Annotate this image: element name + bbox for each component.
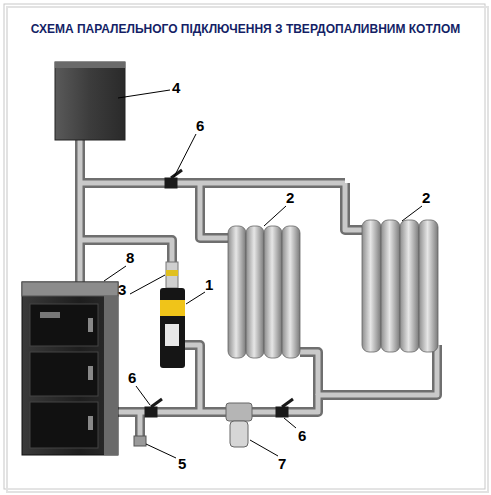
callout-number: 2: [422, 190, 430, 206]
callout-number: 6: [298, 428, 306, 444]
callout-number: 2: [286, 190, 294, 206]
callout-number: 3: [118, 282, 126, 298]
callout-number: 1: [205, 277, 213, 293]
callout-number: 5: [178, 456, 186, 472]
diagram-title: СХЕМА ПАРАЛЕЛЬНОГО ПІДКЛЮЧЕННЯ З ТВЕРДОП…: [0, 22, 491, 36]
callout-number: 7: [278, 456, 286, 472]
callout-number: 6: [128, 370, 136, 386]
callout-number: 6: [196, 118, 204, 134]
callout-number: 8: [126, 250, 134, 266]
callout-number: 4: [172, 80, 180, 96]
